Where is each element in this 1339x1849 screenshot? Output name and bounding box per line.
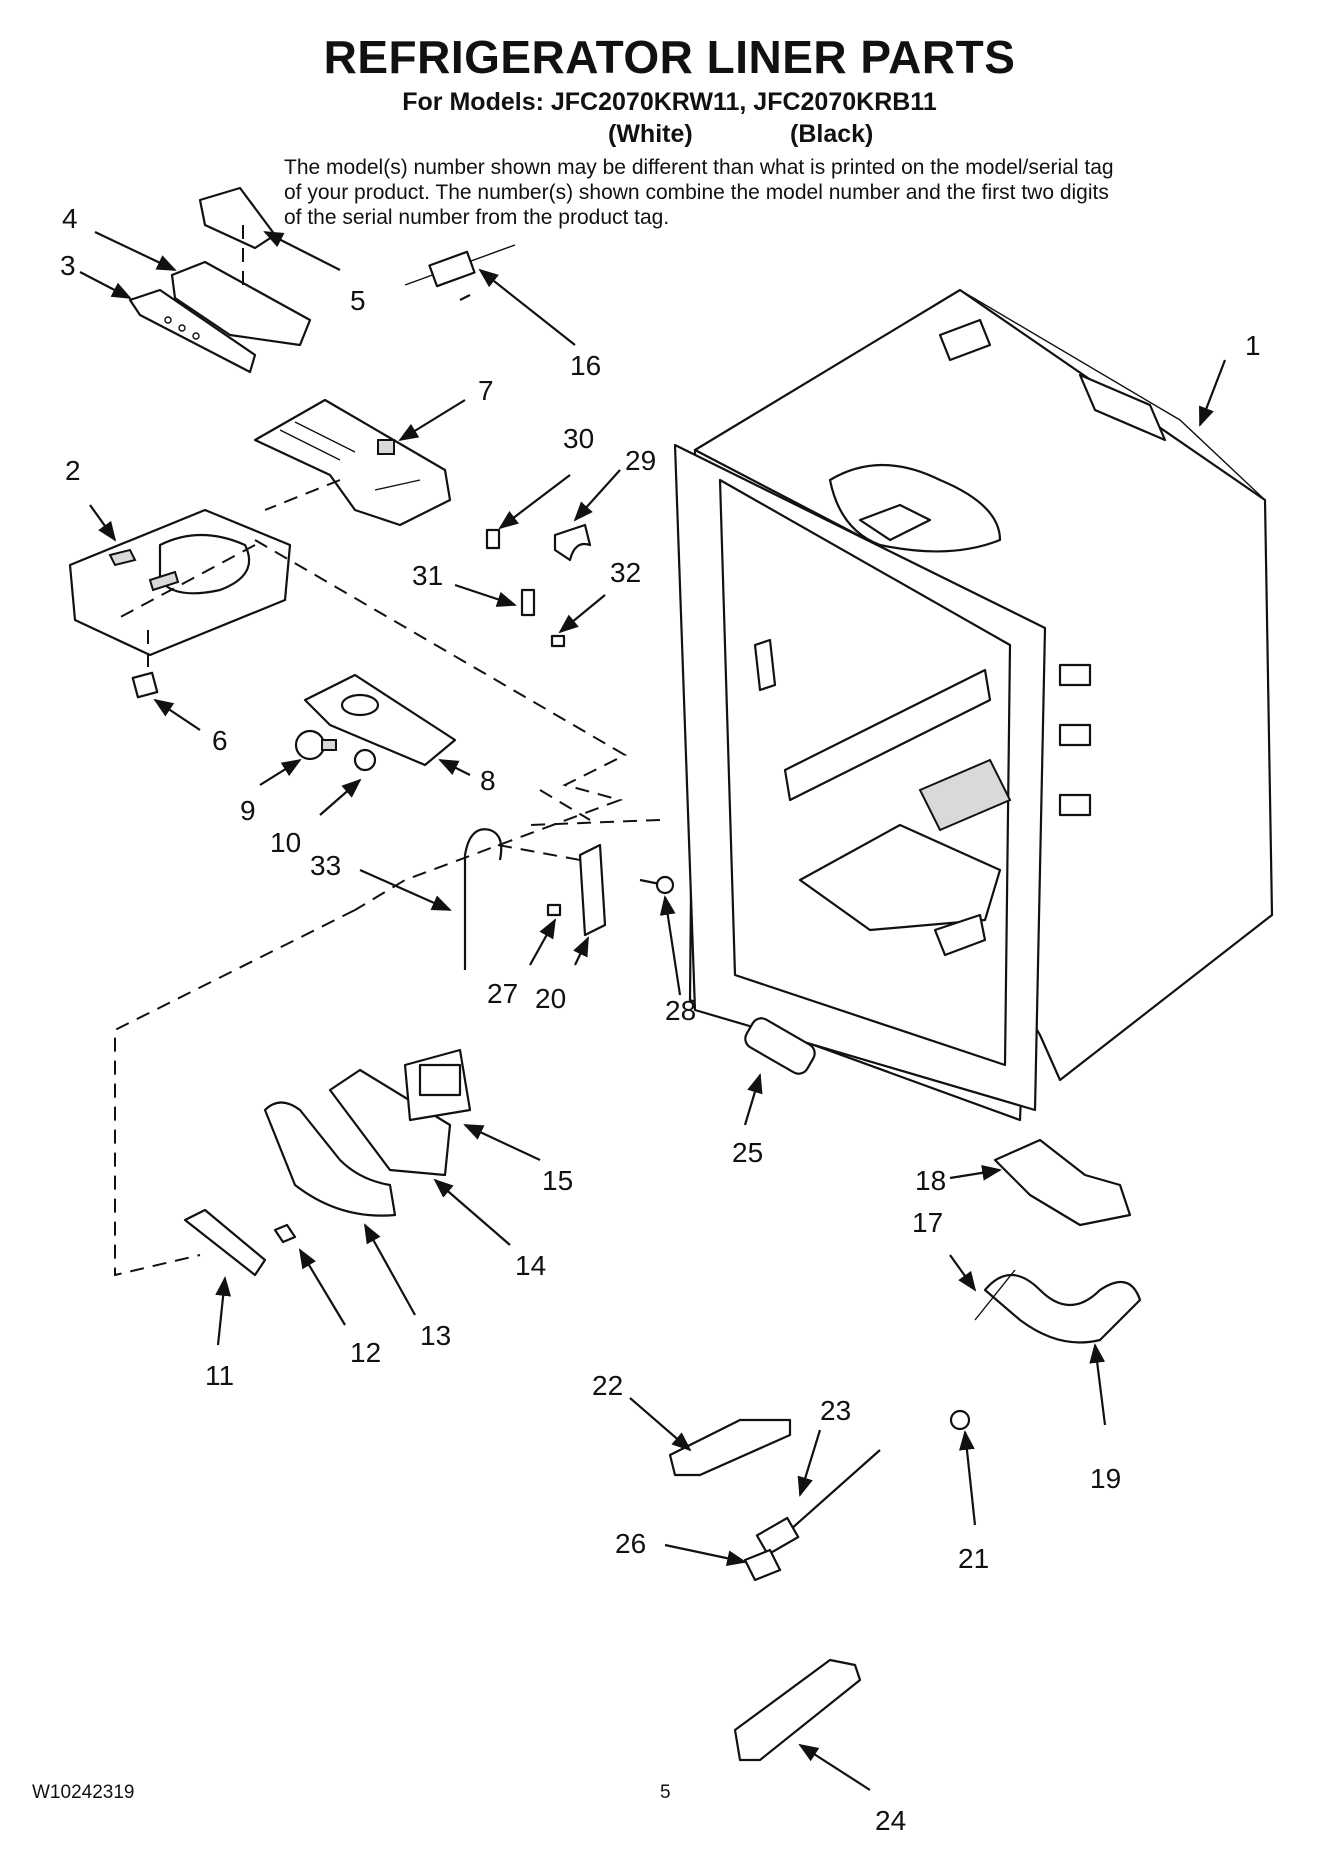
callout-6: 6 <box>212 725 228 756</box>
control-bracket <box>170 260 312 347</box>
bulb-socket <box>353 748 377 772</box>
callout-21: 21 <box>958 1543 989 1574</box>
heater-assembly <box>974 1138 1142 1344</box>
callout-23: 23 <box>820 1395 851 1426</box>
liner-box <box>673 288 1274 1122</box>
bracket-22 <box>668 1418 792 1477</box>
callout-29: 29 <box>625 445 656 476</box>
clip-31 <box>520 588 536 617</box>
variant-white: (White) <box>608 120 693 148</box>
callout-9: 9 <box>240 795 256 826</box>
callout-22: 22 <box>592 1370 623 1401</box>
callout-4: 4 <box>62 203 78 234</box>
callout-27: 27 <box>487 978 518 1009</box>
callout-1: 1 <box>1245 330 1261 361</box>
callout-24: 24 <box>875 1805 906 1836</box>
page-title: REFRIGERATOR LINER PARTS <box>323 31 1016 83</box>
document-code: W10242319 <box>32 1782 135 1803</box>
variant-black: (Black) <box>790 120 874 148</box>
control-housing <box>68 508 292 657</box>
callout-18: 18 <box>915 1165 946 1196</box>
callout-10: 10 <box>270 827 301 858</box>
callout-11: 11 <box>205 1360 234 1391</box>
vent-cover <box>253 398 452 527</box>
callout-19: 19 <box>1090 1463 1121 1494</box>
callout-14: 14 <box>515 1250 546 1281</box>
light-housing <box>303 673 457 767</box>
tube-guide <box>578 843 607 937</box>
callout-32: 32 <box>610 557 641 588</box>
callout-8: 8 <box>480 765 496 796</box>
callout-2: 2 <box>65 455 81 486</box>
tube-fitting <box>404 244 516 288</box>
trough-24 <box>733 1658 862 1762</box>
callout-5: 5 <box>350 285 366 316</box>
callout-16: 16 <box>570 350 601 381</box>
panel-label <box>128 288 257 374</box>
callout-28: 28 <box>665 995 696 1026</box>
callout-31: 31 <box>412 560 443 591</box>
top-cap <box>198 186 277 250</box>
switch <box>131 671 159 699</box>
screw-21 <box>949 1409 971 1431</box>
page-number: 5 <box>660 1782 671 1803</box>
callout-13: 13 <box>420 1320 451 1351</box>
cover-29 <box>553 523 592 562</box>
clip-32 <box>550 634 566 648</box>
callout-20: 20 <box>535 983 566 1014</box>
dispenser-assembly <box>183 1048 472 1277</box>
connector-26 <box>743 1548 782 1582</box>
model-numbers: For Models: JFC2070KRW11, JFC2070KRB11 <box>402 88 937 116</box>
callout-26: 26 <box>615 1528 646 1559</box>
callout-30: 30 <box>563 423 594 454</box>
callout-33: 33 <box>310 850 341 881</box>
callout-17: 17 <box>912 1207 943 1238</box>
callout-15: 15 <box>542 1165 573 1196</box>
light-bulb <box>294 729 337 761</box>
callout-25: 25 <box>732 1137 763 1168</box>
callout-7: 7 <box>478 375 494 406</box>
callout-12: 12 <box>350 1337 381 1368</box>
harness-23 <box>755 1449 881 1556</box>
screw-28 <box>639 875 675 895</box>
callout-3: 3 <box>60 250 76 281</box>
damper-tube <box>744 1017 816 1075</box>
nut-27 <box>546 903 562 917</box>
clip-30 <box>485 528 501 550</box>
model-note: The model(s) number shown may be differe… <box>284 156 1114 229</box>
